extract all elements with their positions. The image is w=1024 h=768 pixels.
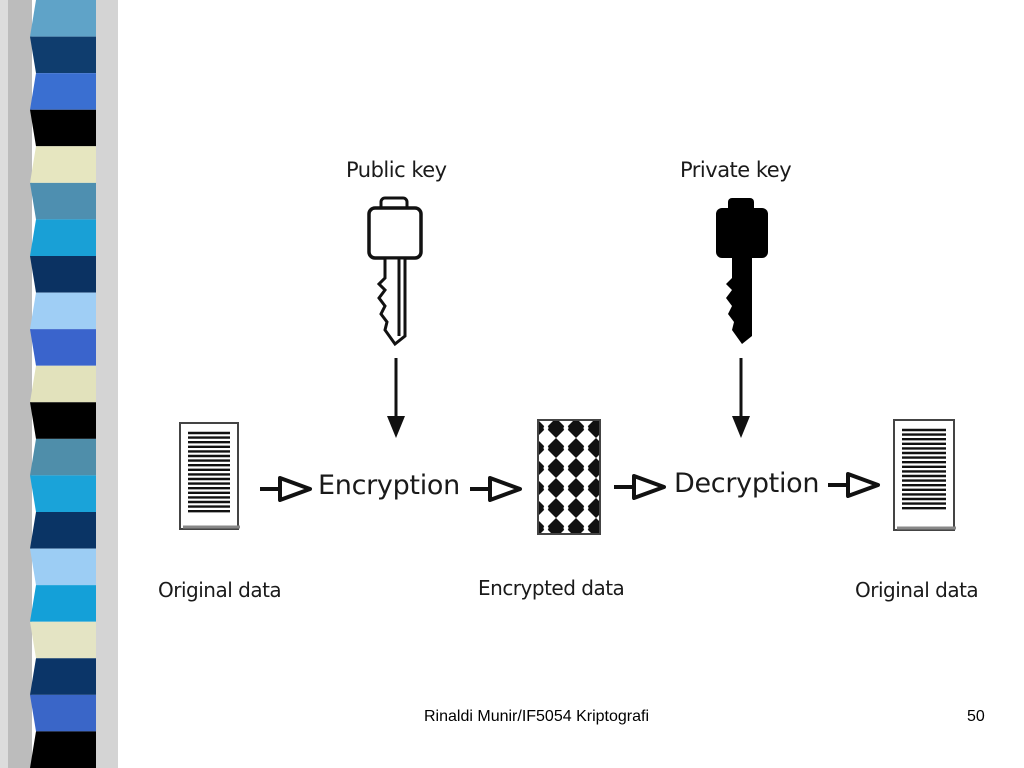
arrow-right-icon-1	[260, 476, 312, 502]
original-data-document-icon-right	[893, 419, 956, 531]
arrow-right-icon-2	[470, 476, 522, 502]
encrypted-data-pattern-icon	[537, 419, 601, 535]
strip-blocks	[8, 0, 98, 768]
strip-block	[30, 731, 98, 768]
arrow-down-icon-public	[387, 358, 405, 438]
strip-shadow	[96, 0, 118, 768]
strip-block	[30, 438, 98, 476]
public-key-icon	[367, 196, 423, 347]
public-key-label: Public key	[346, 158, 447, 182]
strip-block	[30, 329, 98, 366]
strip-edge	[0, 0, 8, 768]
strip-block	[30, 73, 98, 110]
data-lines-right	[902, 428, 946, 510]
strip-block	[30, 146, 98, 183]
private-key-blade	[726, 258, 752, 344]
strip-inner-shadow	[8, 0, 32, 768]
strip-block	[30, 658, 98, 695]
encryption-label: Encryption	[318, 470, 460, 501]
strip-block	[30, 256, 98, 293]
arrow-right-icon-4	[828, 472, 880, 498]
strip-block	[30, 36, 98, 74]
strip-block	[30, 0, 98, 37]
strip-block	[30, 585, 98, 622]
private-key-head	[716, 208, 768, 258]
strip-block	[30, 694, 98, 732]
strip-block	[30, 512, 98, 549]
strip-block	[30, 475, 98, 512]
strip-block	[30, 365, 98, 403]
strip-block	[30, 109, 98, 147]
original-data-document-icon-left	[179, 422, 240, 530]
strip-block	[30, 182, 98, 220]
strip-block	[30, 621, 98, 659]
decryption-label: Decryption	[674, 468, 820, 499]
data-lines-left	[188, 431, 230, 513]
encrypted-data-label: Encrypted data	[478, 576, 625, 600]
strip-block	[30, 219, 98, 256]
page-number: 50	[967, 708, 985, 725]
public-key-blade	[376, 256, 407, 347]
public-key-head	[367, 206, 423, 260]
private-key-label: Private key	[680, 158, 792, 182]
arrow-down-icon-private	[732, 358, 750, 438]
original-data-label-left: Original data	[158, 578, 282, 602]
arrow-right-icon-3	[614, 474, 666, 500]
private-key-icon	[716, 198, 768, 344]
strip-block	[30, 292, 98, 330]
strip-block	[30, 402, 98, 439]
footer-credit: Rinaldi Munir/IF5054 Kriptografi	[424, 708, 649, 725]
side-strip-decoration	[0, 0, 120, 768]
original-data-label-right: Original data	[855, 578, 979, 602]
strip-block	[30, 548, 98, 586]
